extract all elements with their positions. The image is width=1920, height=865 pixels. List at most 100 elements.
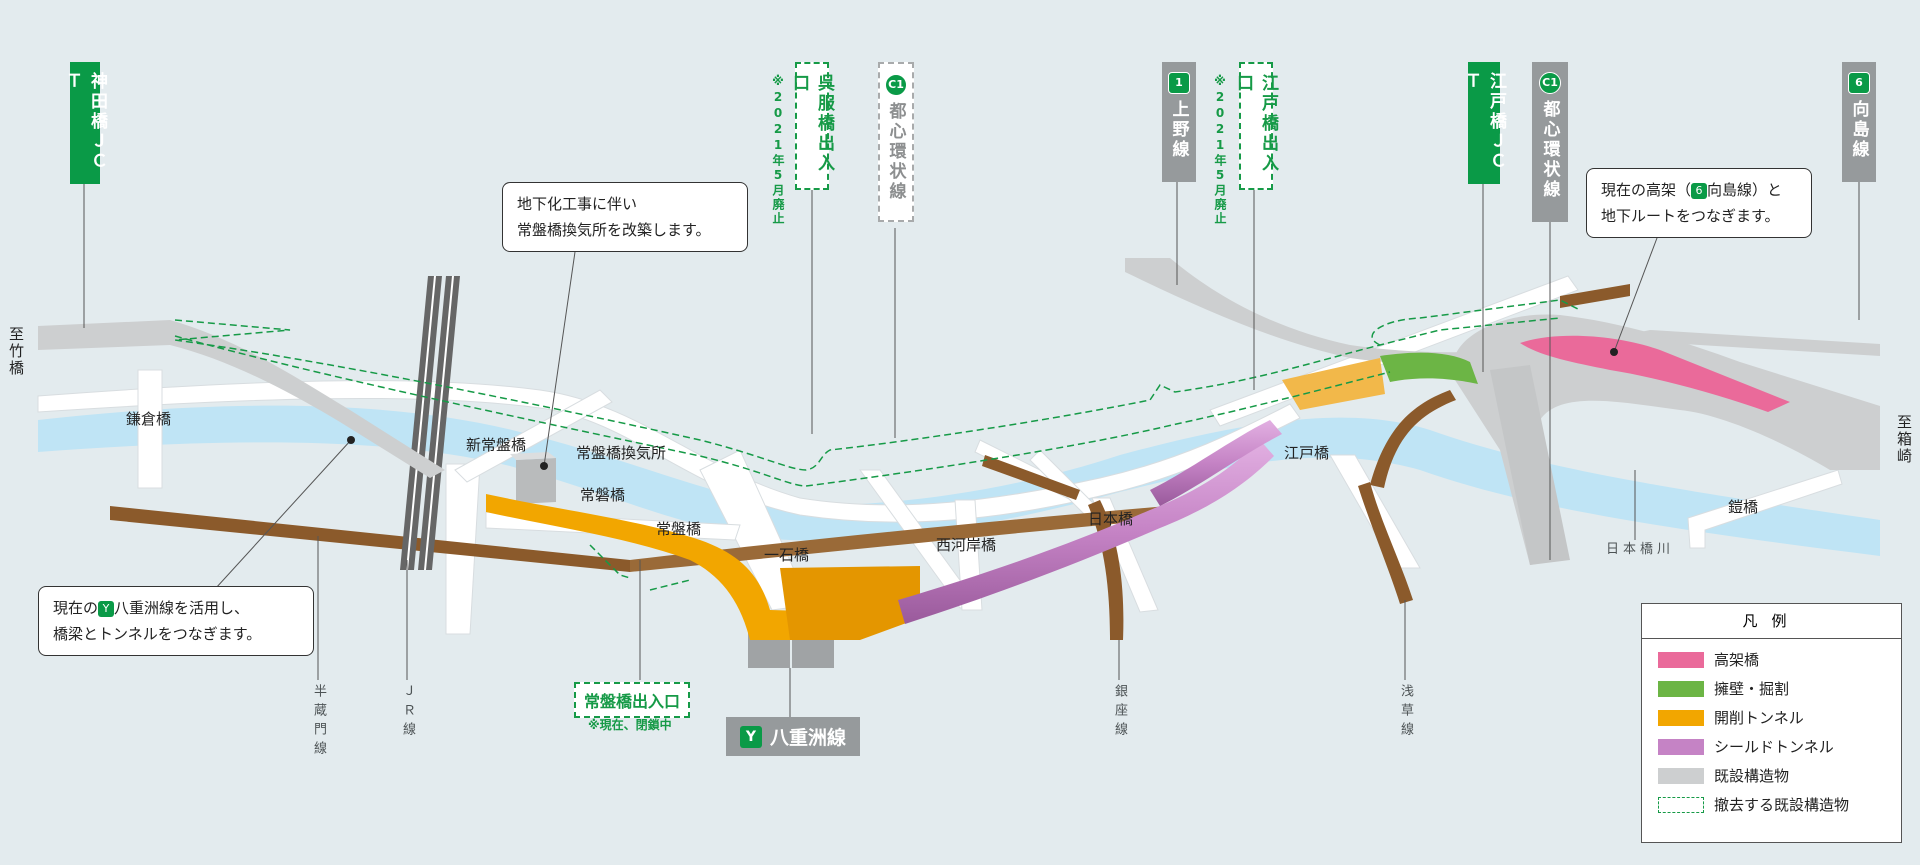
joban-exit-sign: 常盤橋出入口	[574, 682, 691, 718]
c1-right-shield-icon: C1	[1539, 72, 1561, 94]
callout-vent-line2: 常盤橋換気所を改築します。	[517, 221, 711, 239]
sign-c1-left: C1 都心環状線	[878, 62, 914, 222]
retaining-wall	[1380, 352, 1478, 384]
leader-callout-mukojima	[1613, 229, 1661, 353]
asakusa-tunnel	[1358, 482, 1413, 604]
sign-edobashi-exit: 江戸橋出入口	[1233, 62, 1278, 190]
elevated-bridge	[1520, 335, 1790, 412]
legend-swatch	[1658, 651, 1704, 668]
jr-tracks	[400, 276, 460, 570]
c1-left-label: 都心環状線	[885, 102, 906, 202]
shield-tunnel-b	[1150, 420, 1282, 506]
label-nihonbashi: 日本橋	[1088, 510, 1134, 528]
mukojima-shield-icon: 6	[1848, 72, 1870, 94]
label-edobashi: 江戸橋	[1284, 444, 1330, 462]
yaesu-label: 八重洲線	[770, 727, 847, 749]
cut-tunnel-main	[486, 494, 842, 640]
dot-vent	[540, 462, 548, 470]
shintokiwa-cross	[454, 389, 613, 483]
label-kamakurabashi: 鎌倉橋	[126, 410, 172, 428]
legend-swatch	[1658, 738, 1704, 755]
note-edobashi: ※2021年5月廃止	[1212, 74, 1229, 226]
sign-c1-right: C1 都心環状線	[1532, 62, 1568, 222]
vent-building-top	[510, 452, 556, 460]
to-takebashi: 至竹橋	[6, 326, 27, 377]
to-hakozaki-text: 至箱崎	[1895, 414, 1913, 465]
removed-structure-outline	[174, 299, 1581, 487]
label-shin-tokiwabashi: 新常盤橋	[466, 436, 527, 454]
edobashi-tunnel	[1370, 390, 1456, 488]
subway-lines	[110, 284, 1630, 640]
edobashi-exit-label: 江戸橋出入口	[1233, 74, 1278, 174]
main-avenue	[37, 380, 1301, 523]
legend-item: 撤去する既設構造物	[1642, 790, 1901, 819]
legend-label: 擁壁・掘割	[1714, 680, 1790, 698]
mukojima-label: 向島線	[1848, 100, 1869, 160]
label-yoroibashi: 鎧橋	[1728, 498, 1759, 516]
hanzomon-tunnel2	[630, 505, 1180, 572]
legend: 凡例 高架橋 擁壁・掘割 開削トンネル シールドトンネル 既設構造物 撤去する既…	[1641, 603, 1902, 843]
legend-swatch	[1658, 709, 1704, 726]
legend-swatch	[1658, 767, 1704, 784]
sign-mukojima: 6 向島線	[1842, 62, 1876, 182]
sign-yaesu: Y 八重洲線	[726, 717, 861, 756]
sign-gofukubashi-exit: 呉服橋出入口	[789, 62, 834, 190]
kandabashi-label: 神田橋ＪＣＴ	[62, 72, 107, 172]
mukojima-badge-icon: 6	[1691, 182, 1708, 199]
leader-callout-vent	[543, 244, 577, 467]
callout-yaesu-line2: 橋梁とトンネルをつなぎます。	[53, 625, 262, 643]
label-nishikashibashi: 西河岸橋	[936, 536, 997, 554]
cut-tunnel-right	[1282, 358, 1385, 410]
callout-vent-line1: 地下化工事に伴い	[517, 195, 638, 213]
shield-tunnel	[898, 420, 1282, 624]
c1-loop	[1452, 314, 1880, 565]
label-tokiwabashi-stone: 常磐橋	[580, 486, 626, 504]
nihonbashi-river	[38, 405, 1880, 556]
to-takebashi-text: 至竹橋	[7, 326, 25, 377]
note-gofukubashi: ※2021年5月廃止	[770, 74, 787, 226]
label-tokiwabashi-vent: 常盤橋換気所	[576, 444, 667, 462]
legend-item: 高架橋	[1642, 645, 1901, 674]
cut-tunnel	[486, 358, 1385, 640]
callout-mukojima-pre: 現在の高架（	[1601, 181, 1692, 199]
ginza-tunnel	[1088, 500, 1124, 640]
callout-vent: 地下化工事に伴い 常盤橋換気所を改築します。	[502, 182, 748, 252]
c1-shield-icon: C1	[885, 74, 907, 96]
yaesu-shield-icon: Y	[740, 725, 762, 748]
edobashi-note-text: ※2021年5月廃止	[1213, 74, 1227, 226]
cut-tunnel-box	[780, 566, 920, 640]
ueno-shield-icon: 1	[1168, 72, 1190, 94]
mid-tunnel	[982, 455, 1080, 500]
legend-label: 開削トンネル	[1714, 709, 1804, 727]
legend-swatch	[1658, 680, 1704, 697]
leader-callout-yaesu	[204, 439, 352, 601]
dot-mukojima	[1610, 348, 1618, 356]
yaesu-badge-icon: Y	[98, 600, 115, 617]
callout-yaesu-pre: 現在の	[53, 599, 99, 617]
to-hakozaki: 至箱崎	[1894, 414, 1915, 465]
sign-edobashi-jct: 江戸橋ＪＣＴ	[1461, 62, 1506, 184]
kamakura-road	[137, 369, 163, 489]
label-ginza: 銀座線	[1112, 684, 1127, 741]
legend-label: シールドトンネル	[1714, 738, 1834, 756]
label-hanzomon: 半蔵門線	[311, 684, 326, 760]
label-asakusa: 浅草線	[1398, 684, 1413, 741]
callout-yaesu-post: 八重洲線を活用し、	[114, 599, 250, 617]
sign-kandabashi-jct: 神田橋ＪＣＴ	[62, 62, 107, 184]
edobashi-jct-label: 江戸橋ＪＣＴ	[1461, 72, 1506, 172]
gofukubashi-label: 呉服橋出入口	[789, 74, 834, 174]
legend-label: 高架橋	[1714, 651, 1760, 669]
c1-right-label: 都心環状線	[1539, 100, 1560, 200]
label-ichikokubashi: 一石橋	[764, 546, 810, 564]
legend-item: 既設構造物	[1642, 761, 1901, 790]
removed-structure-outline-2	[589, 544, 691, 591]
callout-mukojima-post: 向島線）と	[1707, 181, 1783, 199]
label-nihonbashi-river: 日本橋川	[1606, 542, 1675, 557]
dot-yaesu	[347, 436, 355, 444]
jr-track-1-mark	[406, 276, 436, 570]
